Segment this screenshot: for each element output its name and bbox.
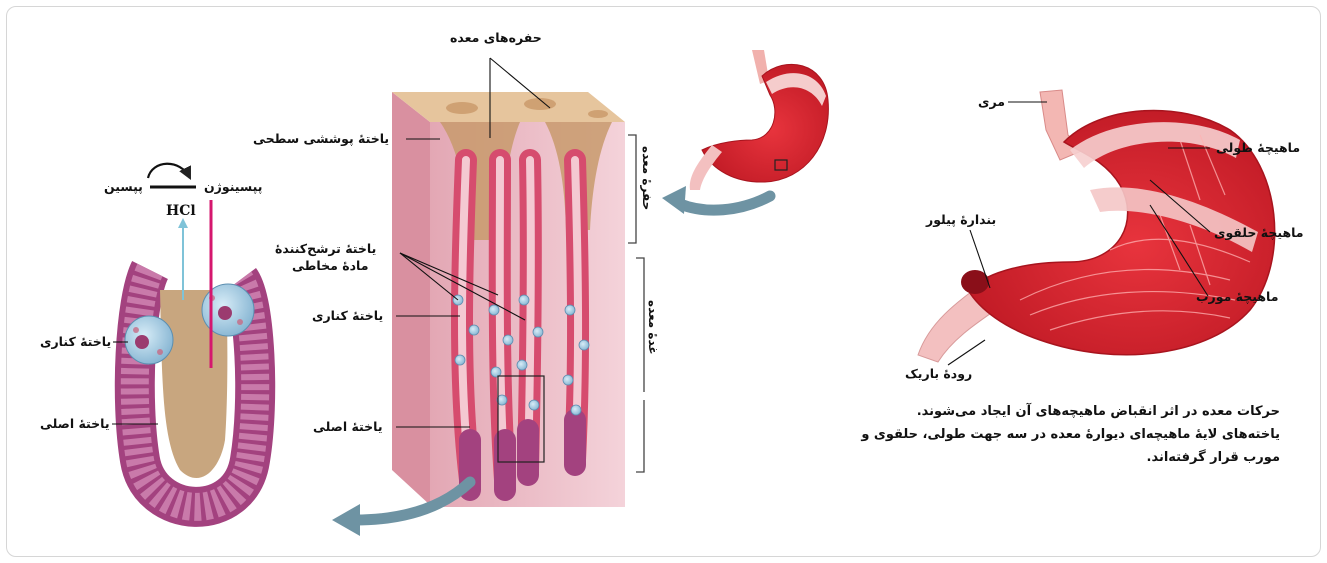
label-gland-bracket: غدهٔ معده xyxy=(646,300,660,355)
label-mucus-cell-line2: مادهٔ مخاطی xyxy=(292,258,368,274)
label-chief-cell-left: یاختهٔ اصلی xyxy=(40,416,110,432)
label-surface-cell: یاختهٔ پوششی سطحی xyxy=(253,131,389,147)
gastric-tissue-block xyxy=(392,58,644,507)
label-small-intestine: رودهٔ باریک xyxy=(905,366,972,382)
label-gastric-pits: حفره‌های معده xyxy=(450,30,542,46)
caption: حرکات معده در اثر انقباض ماهیچه‌های آن ا… xyxy=(840,400,1280,469)
label-pit-bracket: حفرهٔ معده xyxy=(640,146,654,210)
label-pepsinogen: پپسینوژن xyxy=(204,179,262,195)
zoom-arrow-1 xyxy=(680,196,770,210)
label-hcl: HCl xyxy=(166,203,196,219)
label-chief-cell-middle: یاختهٔ اصلی xyxy=(313,419,383,435)
label-pyloric-sphincter: بندارهٔ پیلور xyxy=(926,212,996,228)
label-circular-muscle: ماهیچهٔ حلقوی xyxy=(1214,225,1304,241)
label-esophagus: مری xyxy=(978,94,1005,110)
label-parietal-cell-middle: یاختهٔ کناری xyxy=(312,308,383,324)
label-parietal-cell-left: یاختهٔ کناری xyxy=(40,334,111,350)
small-stomach-illustration xyxy=(690,50,829,190)
caption-line-2: یاخته‌های لایهٔ ماهیچه‌ای دیوارهٔ معده د… xyxy=(840,423,1280,446)
label-oblique-muscle: ماهیچهٔ مورب xyxy=(1196,289,1278,305)
label-pepsin: پپسین xyxy=(104,179,143,195)
label-longitudinal-muscle: ماهیچهٔ طولی xyxy=(1216,140,1300,156)
zoom-arrow-1-head xyxy=(662,186,686,214)
caption-line-1: حرکات معده در اثر انقباض ماهیچه‌های آن ا… xyxy=(840,400,1280,423)
zoom-arrow-2-head xyxy=(332,504,360,536)
label-mucus-cell-line1: یاختهٔ ترشح‌کنندهٔ xyxy=(275,241,376,257)
caption-line-3: مورب قرار گرفته‌اند. xyxy=(840,446,1280,469)
